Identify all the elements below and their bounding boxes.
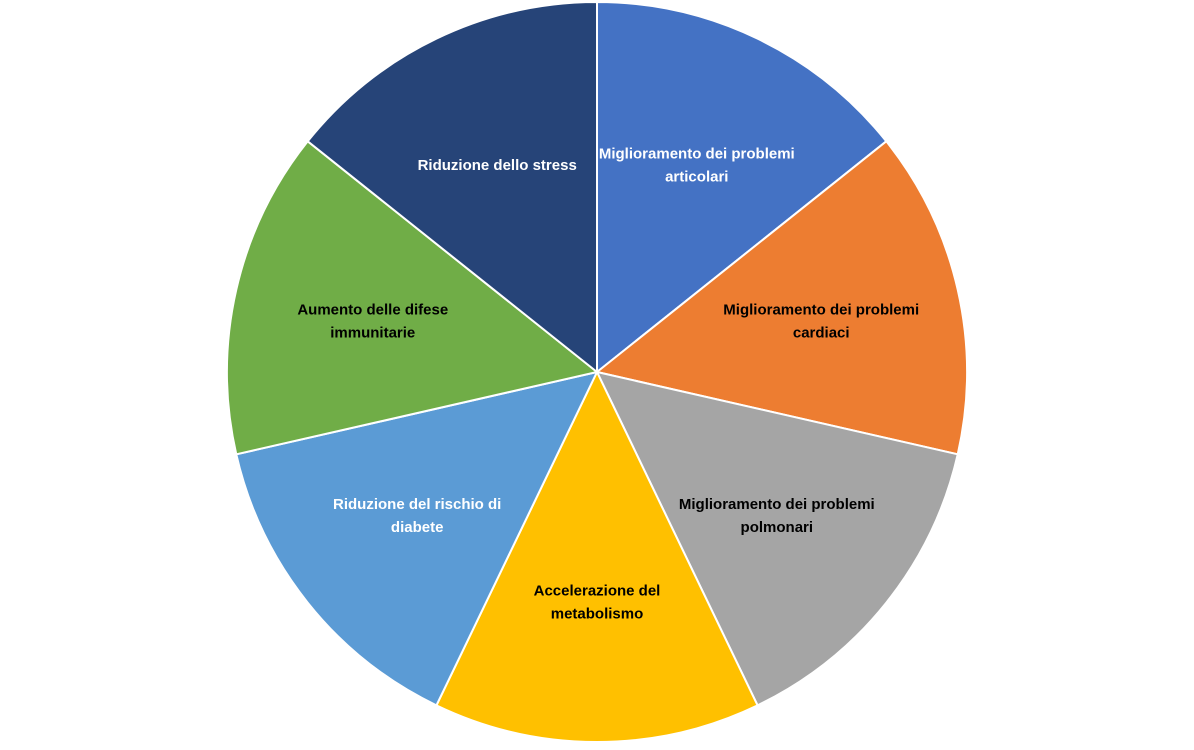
pie-slice-label-line: articolari <box>665 168 728 185</box>
pie-slice-label-line: Accelerazione del <box>534 583 661 600</box>
pie-slices <box>226 1 968 743</box>
pie-slice-label-2: Miglioramento dei problemi cardiaci <box>723 301 919 341</box>
pie-slice-7 <box>306 1 598 373</box>
pie-slice-5 <box>235 371 598 707</box>
pie-slice-label-line: Riduzione del rischio di <box>333 496 501 513</box>
pie-slice-label-3: Miglioramento dei problemi polmonari <box>679 496 875 536</box>
pie-slice-label-7: Riduzione dello stress <box>418 157 577 174</box>
pie-slice-4 <box>435 371 759 743</box>
pie-slice-label-4: Accelerazione del metabolismo <box>534 583 661 623</box>
pie-slice-2 <box>596 140 968 456</box>
pie-slice-label-line: Miglioramento dei problemi <box>599 145 795 162</box>
pie-slice-label-line: Miglioramento dei problemi <box>679 496 875 513</box>
pie-slice-label-line: polmonari <box>741 519 814 536</box>
pie-slice-label-1: Miglioramento dei problemi articolari <box>599 145 795 185</box>
pie-slice-label-line: diabete <box>391 519 444 536</box>
pie-slice-label-6: Aumento delle difese immunitarie <box>297 301 448 341</box>
pie-slice-label-5: Riduzione del rischio di diabete <box>333 496 501 536</box>
pie-slice-3 <box>596 371 959 707</box>
pie-slice-1 <box>596 1 888 373</box>
pie-slice-label-line: cardiaci <box>793 324 850 341</box>
pie-slice-label-line: metabolismo <box>551 606 644 623</box>
pie-slice-6 <box>226 140 598 456</box>
pie-slice-label-line: Riduzione dello stress <box>418 157 577 174</box>
pie-slice-label-line: Aumento delle difese <box>297 301 448 318</box>
pie-slice-label-line: immunitarie <box>330 324 415 341</box>
pie-slice-label-line: Miglioramento dei problemi <box>723 301 919 318</box>
